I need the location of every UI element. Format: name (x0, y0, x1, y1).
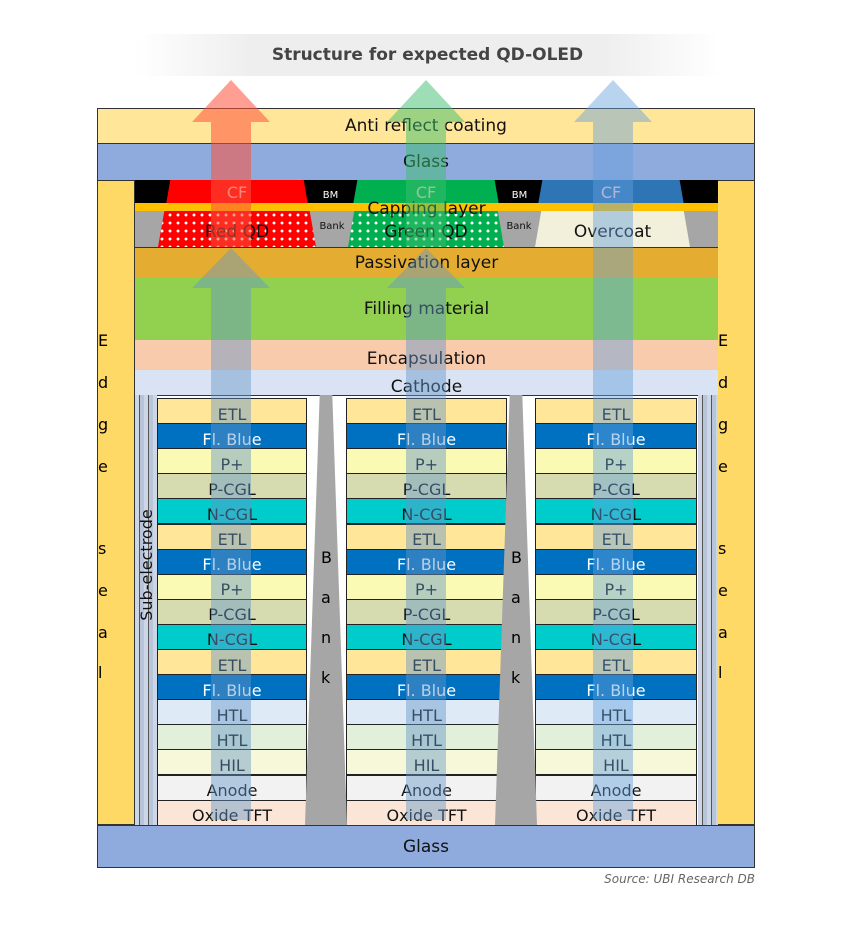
bank-left (305, 395, 347, 825)
stack-layer-etl: ETL (346, 649, 507, 676)
stack-layer-anode: Anode (346, 774, 507, 801)
edge-seal-letter: s (98, 539, 107, 558)
stack-layer-fl-blue: Fl. Blue (346, 423, 507, 450)
anti-reflect-layer: Anti reflect coating (97, 108, 755, 144)
bank-letter: a (321, 588, 331, 607)
stack-layer-htl: HTL (535, 699, 697, 726)
top-glass-layer: Glass (97, 143, 755, 181)
stack-layer-p-cgl: P-CGL (346, 473, 507, 500)
capping-layer-label: Capping layer (367, 199, 486, 219)
edge-seal-letter: a (718, 623, 728, 642)
edge-seal-letter: l (98, 663, 103, 682)
bank-letter: B (321, 548, 332, 567)
stack-layer-p-cgl: P-CGL (535, 473, 697, 500)
stack-layer-p-cgl: P-CGL (157, 473, 307, 500)
filling-material-layer: Filling material (135, 277, 718, 341)
stack-layer-p-: P+ (346, 448, 507, 475)
stack-layer-oxide-tft: Oxide TFT (535, 799, 697, 826)
bank-letter: a (511, 588, 521, 607)
stack-layer-n-cgl: N-CGL (535, 623, 697, 650)
stack-layer-etl: ETL (157, 398, 307, 425)
edge-seal-letter: g (718, 415, 729, 434)
stack-layer-p-cgl: P-CGL (346, 598, 507, 625)
bank-letter: k (511, 668, 521, 687)
qd-bank-label: Bank (319, 221, 345, 232)
stack-layer-hil: HIL (535, 749, 697, 776)
stack-layer-htl: HTL (346, 724, 507, 751)
stack-layer-etl: ETL (535, 649, 697, 676)
stack-layer-htl: HTL (535, 724, 697, 751)
stack-layer-hil: HIL (346, 749, 507, 776)
stack-layer-fl-blue: Fl. Blue (535, 548, 697, 575)
stack-layer-n-cgl: N-CGL (535, 498, 697, 525)
stack-layer-etl: ETL (346, 398, 507, 425)
stack-layer-p-: P+ (346, 573, 507, 600)
bm-label: BM (511, 190, 528, 201)
stack-layer-oxide-tft: Oxide TFT (157, 799, 307, 826)
stack-layer-p-: P+ (157, 448, 307, 475)
stack-layer-etl: ETL (535, 523, 697, 550)
edge-seal-letter: e (718, 457, 728, 476)
stack-layer-fl-blue: Fl. Blue (157, 548, 307, 575)
edge-seal-letter: e (98, 581, 108, 600)
source-note: Source: UBI Research DB (604, 872, 755, 886)
bank-letter: n (511, 628, 522, 647)
qd-bank-label: Bank (506, 221, 532, 232)
edge-seal-letter: g (98, 415, 109, 434)
bank-letter: n (321, 628, 332, 647)
edge-seal-letter: E (718, 331, 729, 350)
diagram-title: Structure for expected QD-OLED (135, 34, 720, 76)
stack-layer-p-: P+ (535, 448, 697, 475)
edge-seal-letter: E (98, 331, 109, 350)
edge-seal-letter: s (718, 539, 727, 558)
color-filter: CF (538, 180, 684, 205)
stack-layer-fl-blue: Fl. Blue (157, 674, 307, 701)
stack-layer-fl-blue: Fl. Blue (346, 674, 507, 701)
stack-layer-n-cgl: N-CGL (157, 623, 307, 650)
sub-electrode (135, 395, 157, 825)
cathode-layer: Cathode (135, 370, 718, 397)
encapsulation-layer: Encapsulation (135, 340, 718, 371)
qd-conversion-layer: Overcoat (535, 211, 690, 247)
edge-seal-letter: a (98, 623, 108, 642)
bm-label: BM (322, 190, 339, 201)
stack-layer-etl: ETL (346, 523, 507, 550)
stack-layer-hil: HIL (157, 749, 307, 776)
stack-layer-fl-blue: Fl. Blue (535, 423, 697, 450)
sub-electrode-label: Sub-electrode (136, 509, 156, 621)
stack-layer-p-cgl: P-CGL (157, 598, 307, 625)
edge-seal-letter: d (718, 373, 729, 392)
edge-seal-letter: l (718, 663, 723, 682)
stack-layer-etl: ETL (535, 398, 697, 425)
edge-seal-letter: d (98, 373, 109, 392)
edge-seal-letter: e (718, 581, 728, 600)
stack-layer-etl: ETL (157, 649, 307, 676)
bank-letter: k (321, 668, 331, 687)
stack-layer-anode: Anode (535, 774, 697, 801)
edge-seal-letter: e (98, 457, 108, 476)
bank-letter: B (511, 548, 522, 567)
passivation-layer: Passivation layer (135, 247, 718, 278)
stack-layer-fl-blue: Fl. Blue (346, 548, 507, 575)
stack-layer-n-cgl: N-CGL (346, 498, 507, 525)
sub-electrode-right (698, 395, 718, 825)
stack-layer-p-: P+ (535, 573, 697, 600)
bottom-glass-layer: Glass (97, 825, 755, 868)
stack-layer-p-: P+ (157, 573, 307, 600)
stack-layer-n-cgl: N-CGL (157, 498, 307, 525)
stack-layer-htl: HTL (157, 724, 307, 751)
stack-layer-n-cgl: N-CGL (346, 623, 507, 650)
stack-layer-etl: ETL (157, 523, 307, 550)
stack-layer-p-cgl: P-CGL (535, 598, 697, 625)
stack-layer-htl: HTL (346, 699, 507, 726)
stack-layer-htl: HTL (157, 699, 307, 726)
stack-layer-anode: Anode (157, 774, 307, 801)
stack-layer-oxide-tft: Oxide TFT (346, 799, 507, 826)
stack-layer-fl-blue: Fl. Blue (535, 674, 697, 701)
stack-layer-fl-blue: Fl. Blue (157, 423, 307, 450)
